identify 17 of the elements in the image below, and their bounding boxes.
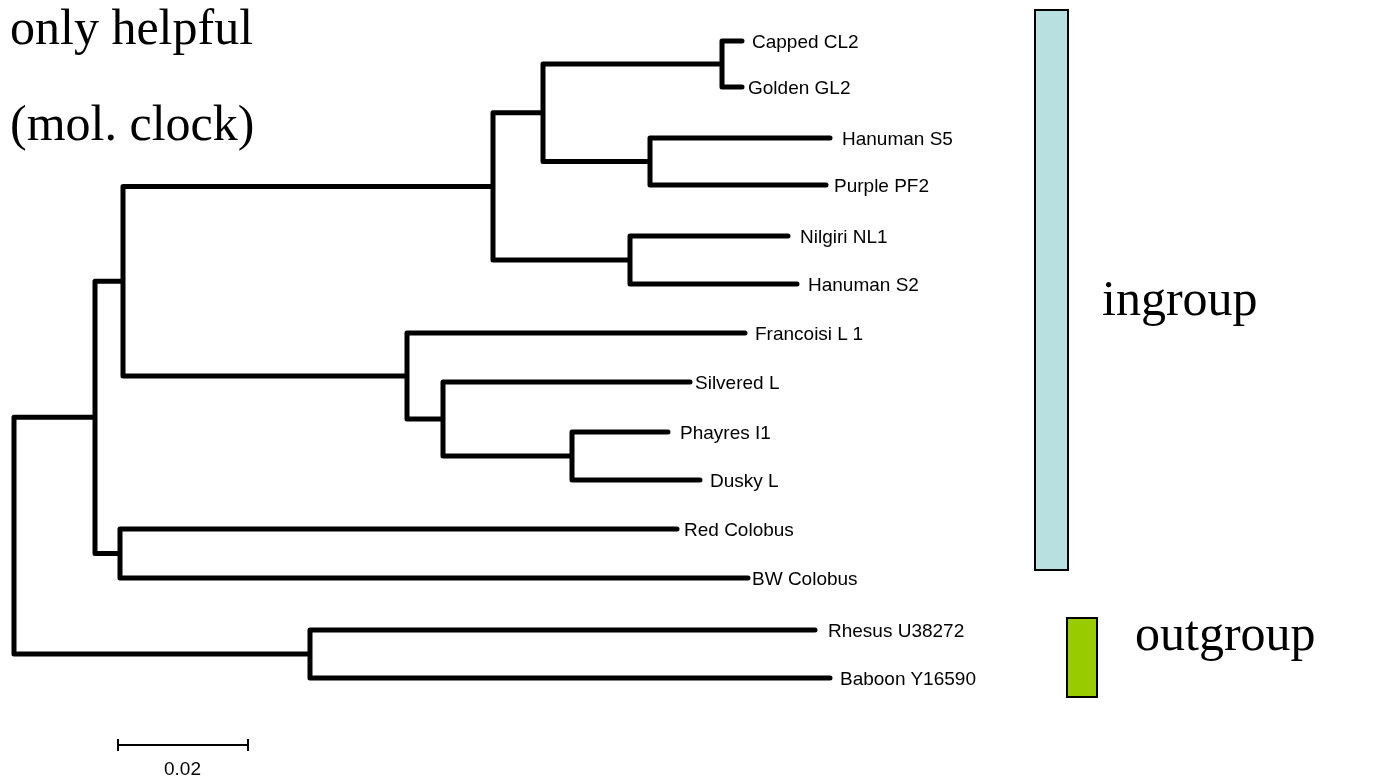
taxon-label: Hanuman S5 (842, 129, 953, 148)
taxon-label: Hanuman S2 (808, 275, 919, 294)
group-bar (1034, 9, 1069, 571)
taxon-label: Purple PF2 (834, 176, 930, 195)
taxon-label: Nilgiri NL1 (800, 227, 888, 246)
taxon-label: Capped CL2 (752, 32, 859, 51)
taxon-label: Phayres I1 (680, 423, 771, 442)
taxon-label: BW Colobus (752, 569, 858, 588)
taxon-label: Golden GL2 (748, 78, 851, 97)
scale-label: 0.02 (164, 759, 201, 777)
taxon-label: Silvered L (695, 373, 780, 392)
group-bar (1066, 617, 1098, 698)
taxon-label: Red Colobus (684, 520, 794, 539)
taxon-label: Baboon Y16590 (840, 669, 976, 688)
taxon-label: Dusky L (710, 471, 779, 490)
taxon-label: Francoisi L 1 (755, 324, 864, 343)
taxon-label: Rhesus U38272 (828, 621, 965, 640)
